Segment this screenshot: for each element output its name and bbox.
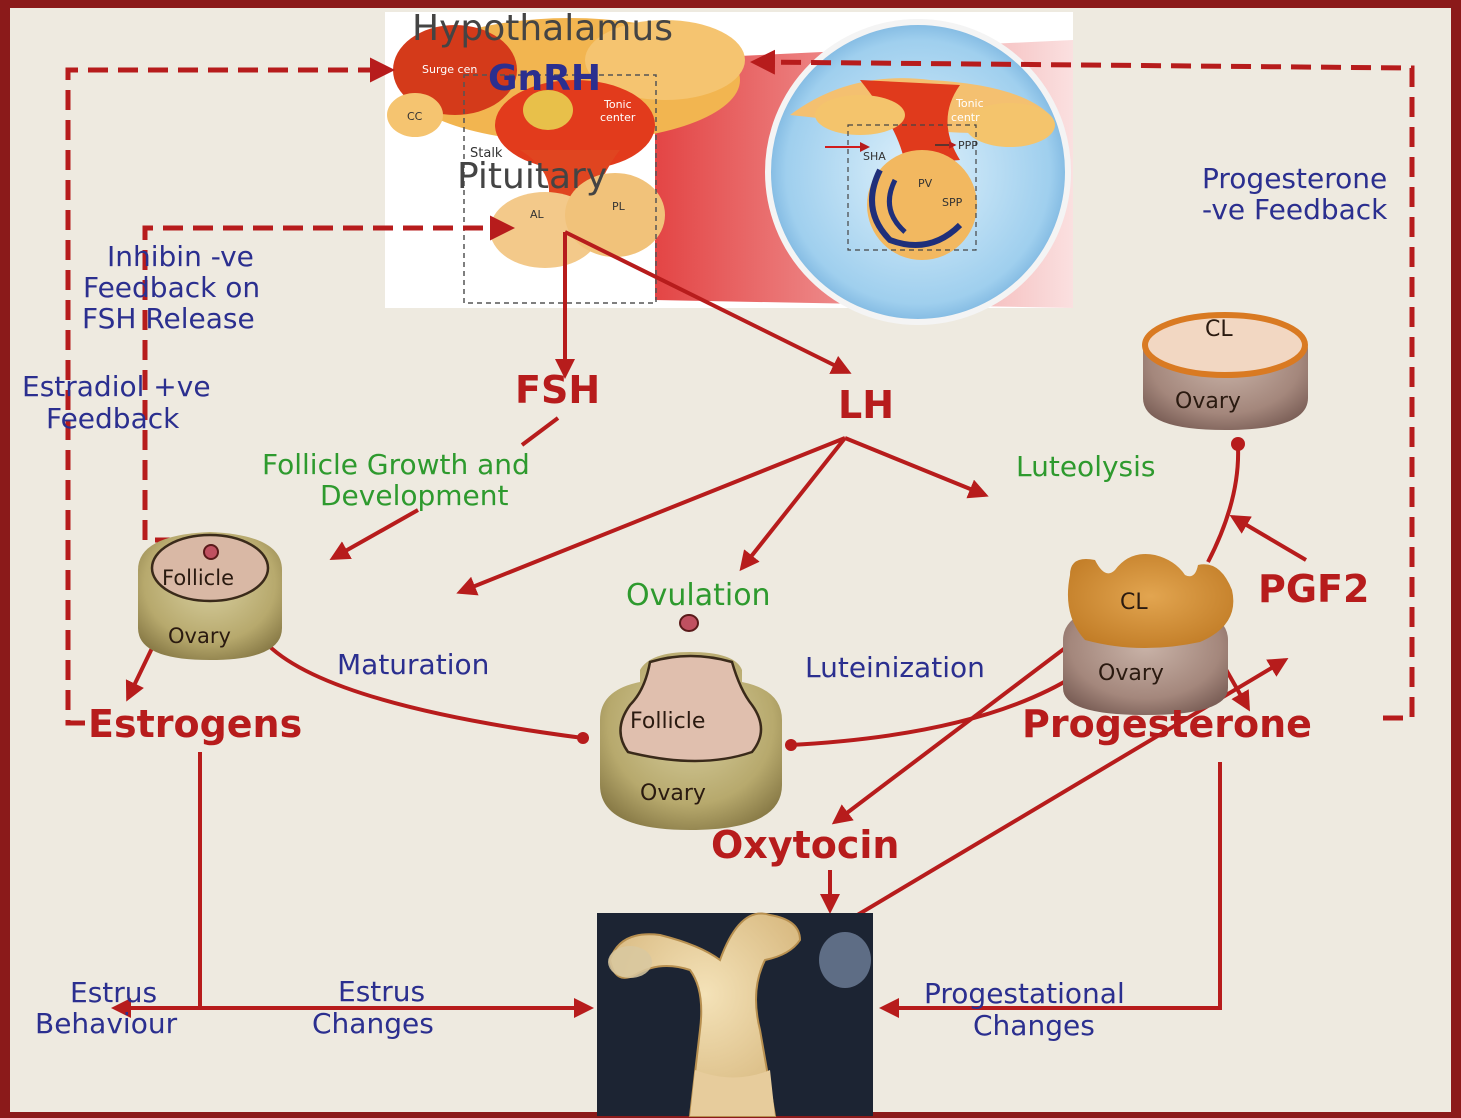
top-right-ovary-cl-label: CL xyxy=(1205,317,1233,342)
right-ovary-cl-label: CL xyxy=(1120,590,1148,615)
left-ovary: Follicle Ovary xyxy=(138,532,282,660)
al-label: AL xyxy=(530,208,545,221)
cc-label: CC xyxy=(407,110,423,123)
inset-ppp-label: PPP xyxy=(958,139,978,152)
inset-pv-label: PV xyxy=(918,177,933,190)
pituitary-label: Pituitary xyxy=(457,156,607,197)
center-ovary-ovary-label: Ovary xyxy=(640,781,706,806)
fsh-label: FSH xyxy=(515,368,600,412)
inhibin-feedback-label-3: FSH Release xyxy=(82,302,255,335)
estrus-behaviour-label-1: Estrus xyxy=(70,976,157,1009)
maturation-label: Maturation xyxy=(337,648,489,681)
tonic-center-label-1: Tonic xyxy=(603,98,632,111)
oxytocin-label: Oxytocin xyxy=(711,823,899,867)
ovulation-label: Ovulation xyxy=(626,578,771,613)
inset-tonic-center-label-2: centr xyxy=(951,111,980,124)
inset-sha-label: SHA xyxy=(863,150,886,163)
progesterone-feedback-label-2: -ve Feedback xyxy=(1202,193,1388,226)
inset-spp-label: SPP xyxy=(942,196,963,209)
lh-label: LH xyxy=(838,383,894,427)
estrus-changes-label-1: Estrus xyxy=(338,975,425,1008)
estrus-changes-label-2: Changes xyxy=(312,1007,434,1040)
estrus-behaviour-label-2: Behaviour xyxy=(35,1007,178,1040)
hypothalamus-label: Hypothalamus xyxy=(412,8,673,49)
progesterone-label: Progesterone xyxy=(1022,702,1312,746)
luteinization-label: Luteinization xyxy=(805,651,985,684)
uterus-illustration xyxy=(597,913,873,1116)
estradiol-feedback-label-1: Estradiol +ve xyxy=(22,370,211,403)
estrogens-label: Estrogens xyxy=(88,702,302,746)
inhibin-feedback-label-2: Feedback on xyxy=(83,271,260,304)
surge-center-label: Surge cen xyxy=(422,63,477,76)
left-ovary-ovary-label: Ovary xyxy=(168,624,231,648)
progestational-changes-label-2: Changes xyxy=(973,1009,1095,1042)
center-ovary-follicle-label: Follicle xyxy=(630,709,705,734)
pl-label: PL xyxy=(612,200,626,213)
follicle-growth-label-2: Development xyxy=(320,479,509,512)
inhibin-feedback-label-1: Inhibin -ve xyxy=(107,240,254,273)
right-ovary-ovary-label: Ovary xyxy=(1098,661,1164,686)
pgf2-label: PGF2 xyxy=(1258,567,1369,611)
pituitary-inset: Tonic centr SHA PPP PV SPP xyxy=(768,22,1068,322)
luteolysis-label: Luteolysis xyxy=(1016,450,1156,483)
left-ovary-follicle-label: Follicle xyxy=(162,566,234,590)
progesterone-feedback-label-1: Progesterone xyxy=(1202,162,1387,195)
tonic-center-label-2: center xyxy=(600,111,636,124)
estradiol-feedback-label-2: Feedback xyxy=(46,402,180,435)
top-right-ovary: CL Ovary xyxy=(1143,315,1308,430)
follicle-growth-label-1: Follicle Growth and xyxy=(262,448,530,481)
gnrh-label: GnRH xyxy=(488,58,601,99)
right-ovary: CL Ovary xyxy=(1063,554,1233,715)
progestational-changes-label-1: Progestational xyxy=(924,977,1125,1010)
inset-tonic-center-label-1: Tonic xyxy=(955,97,984,110)
top-right-ovary-ovary-label: Ovary xyxy=(1175,389,1241,414)
